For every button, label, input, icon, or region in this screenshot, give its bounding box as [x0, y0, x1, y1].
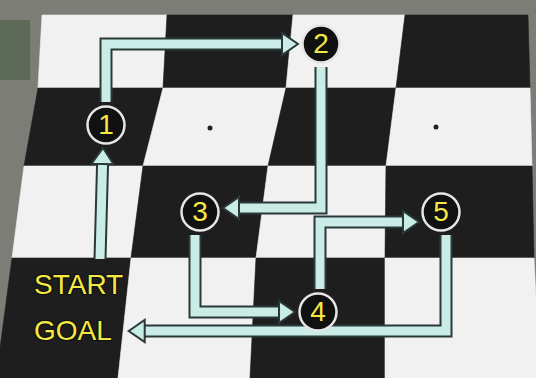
arrow-shaft: [238, 67, 321, 208]
arrow-head: [129, 320, 145, 342]
waypoint-number: 4: [310, 298, 326, 326]
waypoint-circle: 1: [86, 105, 126, 145]
board-square: [268, 88, 396, 166]
waypoint-number: 5: [433, 198, 449, 226]
circuit-board: [0, 20, 30, 80]
arrow-head: [403, 211, 419, 233]
circle-shape: [300, 294, 337, 331]
board-square: [12, 166, 143, 258]
board-square: [396, 15, 530, 88]
arrow-head: [282, 33, 298, 55]
arrow-outline: [195, 235, 280, 312]
arrow-shaft: [144, 235, 446, 331]
start-goal-label: START GOAL: [34, 262, 123, 354]
board-square: [385, 166, 534, 258]
arrow-outline: [100, 163, 103, 259]
waypoint-number: 1: [98, 111, 114, 139]
board-square: [385, 258, 536, 378]
route-arrow: [195, 235, 295, 323]
route-arrow: [320, 211, 419, 289]
waypoint-number: 3: [192, 198, 208, 226]
route-arrow: [92, 148, 114, 259]
waypoint-circle: 5: [421, 192, 461, 232]
board-square: [286, 15, 405, 88]
circle-shape: [88, 107, 125, 144]
start-goal-text: START GOAL: [34, 262, 123, 354]
arrow-head: [92, 148, 114, 164]
arrow-outline: [320, 222, 404, 289]
arrow-shaft: [106, 44, 283, 102]
board-dot: [208, 126, 213, 131]
arrow-head: [223, 197, 239, 219]
board-square: [24, 88, 163, 166]
arrow-outline: [238, 67, 321, 208]
circle-shape: [423, 194, 460, 231]
waypoint-circle: 2: [301, 24, 341, 64]
arrow-shaft: [100, 163, 103, 259]
circle-shape: [303, 26, 340, 63]
route-arrow: [129, 235, 446, 342]
board-dot: [434, 125, 439, 130]
waypoint-circle: 3: [180, 192, 220, 232]
circle-shape: [182, 194, 219, 231]
board-square: [143, 88, 286, 166]
board-square: [0, 258, 131, 378]
waypoint-number: 2: [313, 30, 329, 58]
arrow-head: [279, 301, 295, 323]
board-square: [386, 88, 532, 166]
arrow-outline: [144, 235, 446, 331]
arrow-outline: [106, 44, 283, 102]
route-arrow: [223, 67, 321, 219]
waypoint-circle: 4: [298, 292, 338, 332]
arrow-shaft: [320, 222, 404, 289]
arrow-shaft: [195, 235, 280, 312]
board-square: [163, 15, 293, 88]
route-arrow: [106, 33, 298, 102]
